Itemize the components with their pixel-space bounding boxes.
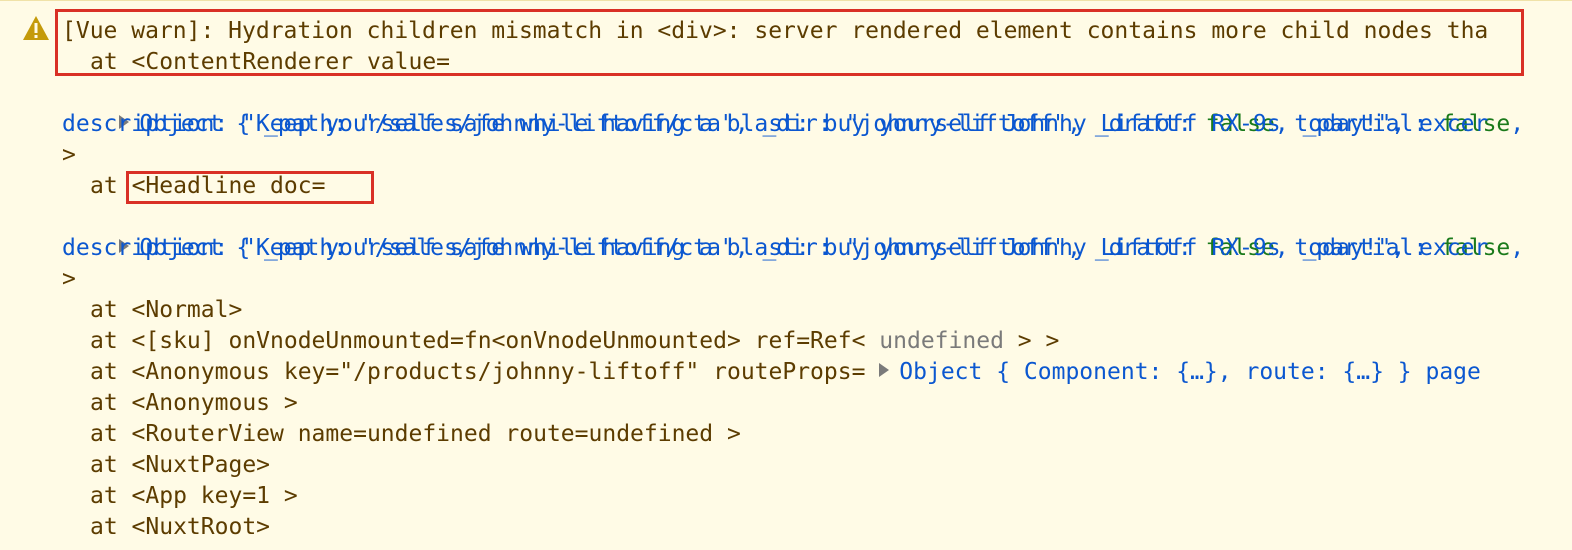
partial-value: false <box>1441 111 1511 137</box>
headline-component: <Headline doc= <box>131 173 326 199</box>
ref-undefined: undefined <box>879 328 1004 354</box>
stack-frame-app: at <App key=1 > <box>90 483 298 509</box>
partial-trail: , <box>1510 235 1525 261</box>
partial-value: false <box>1441 235 1511 261</box>
expand-triangle-icon[interactable] <box>879 363 890 377</box>
stack-frame-nuxtroot: at <NuxtRoot> <box>90 514 271 540</box>
description-line-2: description: "Keep yourself safe while h… <box>62 235 1489 261</box>
draft-value: false <box>1205 235 1275 261</box>
headline-highlight-box <box>126 171 374 204</box>
route-props-object[interactable]: Object { Component: {…}, route: {…} } pa… <box>899 359 1481 385</box>
object-preview-2[interactable]: Object { _path: "/sales/johnny-liftoff/c… <box>64 202 1524 261</box>
description-line-1: description: "Keep yourself safe while h… <box>62 111 1489 137</box>
partial-key: , _partial: <box>1274 235 1442 261</box>
closing-bracket-2: > <box>62 266 76 292</box>
stack-frame-normal: at <Normal> <box>90 297 243 323</box>
stack-frame-nuxtpage: at <NuxtPage> <box>90 452 271 478</box>
content-renderer-trace: at <ContentRenderer value= <box>90 49 451 75</box>
expand-triangle-icon[interactable] <box>119 115 130 129</box>
object-prefix: Object { _path: "/sales/johnny-liftoff/c… <box>139 111 1206 137</box>
partial-trail: , <box>1510 111 1525 137</box>
warning-message: [Vue warn]: Hydration children mismatch … <box>62 18 1489 44</box>
headline-trace: at <Headline doc= <box>90 171 325 202</box>
stack-frame-anonymous: at <Anonymous > <box>90 390 298 416</box>
partial-key: , _partial: <box>1274 111 1442 137</box>
closing-bracket-1: > <box>62 142 76 168</box>
stack-frame-anonymous-route: at <Anonymous key="/products/johnny-lift… <box>90 357 1481 388</box>
headline-at: at <box>90 173 118 199</box>
sku-frame-text: at <[sku] onVnodeUnmounted=fn<onVnodeUnm… <box>90 328 880 354</box>
stack-frame-sku: at <[sku] onVnodeUnmounted=fn<onVnodeUnm… <box>90 326 1059 357</box>
ref-close: > > <box>1003 328 1060 354</box>
expand-triangle-icon[interactable] <box>119 239 130 253</box>
warning-icon <box>23 16 49 40</box>
draft-value: false <box>1205 111 1275 137</box>
object-preview-1[interactable]: Object { _path: "/sales/johnny-liftoff/c… <box>64 78 1524 137</box>
warning-highlight-box <box>55 9 1524 76</box>
object-prefix: Object { _path: "/sales/johnny-liftoff/c… <box>139 235 1206 261</box>
stack-frame-routerview: at <RouterView name=undefined route=unde… <box>90 421 741 447</box>
anonymous-frame-text: at <Anonymous key="/products/johnny-lift… <box>90 359 880 385</box>
